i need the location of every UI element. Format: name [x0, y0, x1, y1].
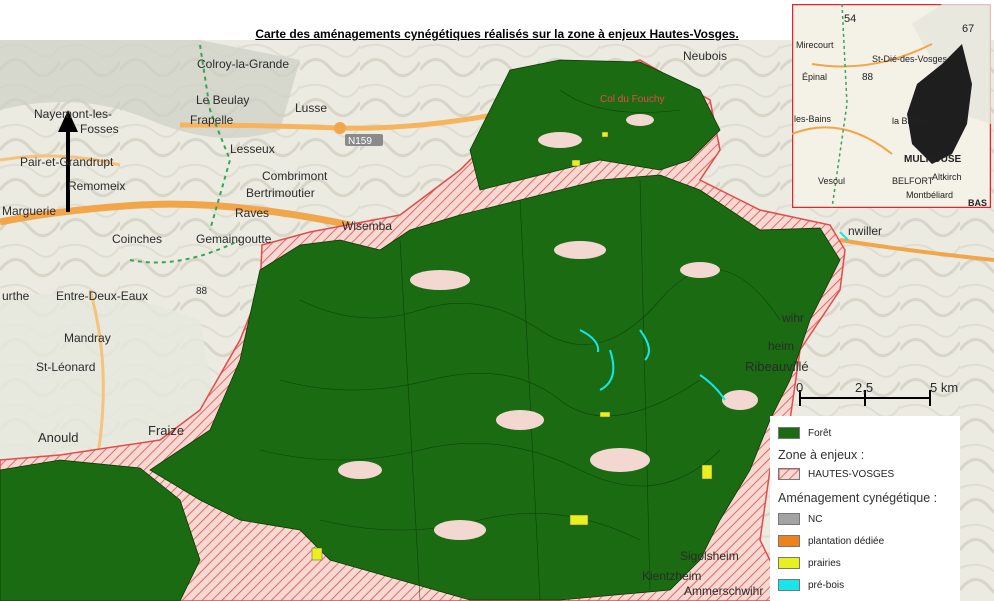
inset-label-88: 88 [862, 72, 874, 83]
swatch-foret [778, 427, 800, 439]
legend: Forêt Zone à enjeux : HAUTES-VOSGES Amén… [770, 416, 960, 601]
road-shield [345, 134, 383, 146]
label-urthe: urthe [2, 289, 30, 303]
trail-2 [129, 239, 241, 264]
legend-item-plantation: plantation dédiée [778, 535, 884, 547]
label-mandray: Mandray [64, 331, 111, 345]
label-88: 88 [196, 286, 208, 297]
legend-item-pre-bois: pré-bois [778, 579, 844, 591]
inset-label-bains: les-Bains [794, 114, 832, 124]
forest-southwest [0, 459, 201, 601]
inset-label-belfort: BELFORT [892, 176, 934, 186]
scale-bar [799, 390, 931, 406]
inset-label-st-die: St-Dié-des-Vosges [872, 54, 948, 64]
scale-label-25: 2,5 [855, 380, 873, 395]
label-hunawihr: wihr [781, 311, 804, 325]
label-lesseux: Lesseux [230, 142, 275, 156]
legend-item-nc: NC [778, 513, 822, 525]
swatch-nc [778, 513, 800, 525]
label-col: Col du Fouchy [600, 94, 664, 105]
label-marguerie: Marguerie [2, 204, 56, 218]
label-frapelle: Frapelle [190, 113, 234, 127]
label-nwiller: nwiller [848, 224, 882, 238]
legend-item-prairies: prairies [778, 557, 841, 569]
label-n159: N159 [348, 136, 372, 147]
trail-1 [199, 44, 232, 231]
label-neubois: Neubois [683, 49, 727, 63]
legend-label-pre-bois: pré-bois [808, 579, 845, 591]
inset-label-montbeliard: Montbéliard [906, 190, 953, 200]
label-wisemba: Wisemba [342, 219, 392, 233]
label-combrimont: Combrimont [262, 169, 328, 183]
label-colroy: Colroy-la-Grande [197, 57, 289, 71]
legend-header-amenagement-label: Aménagement cynégétique : [778, 491, 938, 505]
label-st-leonard: St-Léonard [36, 360, 95, 374]
legend-label-foret: Forêt [808, 427, 832, 439]
inset-label-bresse: la Bresse [892, 116, 930, 126]
label-fosses: Fosses [80, 122, 119, 136]
label-sigolsheim: Sigolsheim [680, 549, 739, 563]
legend-item-hautes-vosges: HAUTES-VOSGES [778, 468, 894, 480]
inset-label-mirecourt: Mirecourt [796, 40, 834, 50]
label-kientzheim: Kientzheim [642, 569, 701, 583]
inset-label-vesoul: Vesoul [818, 176, 845, 186]
label-gemaingoutte: Gemaingoutte [196, 232, 272, 246]
inset-label-67: 67 [962, 23, 974, 35]
label-pair: Pair-et-Grandrupt [20, 155, 114, 169]
legend-label-nc: NC [808, 513, 823, 525]
label-le-beulay: Le Beulay [196, 93, 249, 107]
clearings [338, 114, 758, 540]
label-anould: Anould [38, 430, 78, 445]
inset-label-epinal: Épinal [802, 72, 827, 82]
inset-label-bas: BAS [968, 198, 987, 208]
legend-label-prairies: prairies [808, 557, 841, 569]
label-ribeauville: Ribeauvillé [745, 359, 809, 374]
road-main [0, 200, 351, 229]
road-secondary [0, 154, 121, 167]
legend-header-zone-label: Zone à enjeux : [778, 448, 865, 462]
features-prairies [311, 131, 713, 561]
north-arrow-icon [58, 110, 78, 212]
label-entre-deux-eaux: Entre-Deux-Eaux [56, 289, 148, 303]
label-coinches: Coinches [112, 232, 162, 246]
map-title: Carte des aménagements cynégétiques réal… [255, 27, 739, 41]
locator-inset: 54 67 Mirecourt St-Dié-des-Vosges Épinal… [792, 4, 991, 208]
road-east [839, 238, 994, 262]
label-naymont: Nayemont-les- [34, 107, 112, 121]
swatch-prairies [778, 557, 800, 569]
label-remomeix: Remomeix [68, 179, 125, 193]
road-marker [334, 122, 346, 134]
swatch-hautes-vosges [778, 468, 800, 480]
basemap-valley [0, 293, 220, 460]
label-bertrimoutier: Bertrimoutier [246, 186, 315, 200]
inset-label-54: 54 [844, 13, 856, 25]
inset-label-mulhouse: MULHOUSE [904, 154, 962, 165]
basemap-hills [0, 40, 300, 138]
legend-label-plantation: plantation dédiée [808, 535, 885, 547]
inset-zone [907, 44, 972, 164]
inset-label-altkirch: Altkirch [932, 172, 962, 182]
forest-parcels [259, 89, 781, 601]
label-nheim: heim [768, 339, 794, 353]
label-raves: Raves [235, 206, 269, 220]
features-pre-bois [579, 231, 849, 401]
scale-label-5: 5 km [930, 380, 958, 395]
basemap-labels: Colroy-la-Grande Nayemont-les- Fosses Le… [2, 49, 958, 598]
forest-north [469, 59, 721, 191]
legend-header-zone: Zone à enjeux : [778, 448, 864, 462]
scale-label-0: 0 [796, 380, 803, 395]
label-lusse: Lusse [295, 101, 327, 115]
legend-label-hautes-vosges: HAUTES-VOSGES [808, 468, 895, 480]
legend-item-foret: Forêt [778, 427, 831, 439]
label-ammerschwihr: Ammerschwihr [684, 584, 763, 598]
legend-header-amenagement: Aménagement cynégétique : [778, 491, 937, 505]
swatch-pre-bois [778, 579, 800, 591]
label-fraize: Fraize [148, 423, 184, 438]
swatch-plantation [778, 535, 800, 547]
